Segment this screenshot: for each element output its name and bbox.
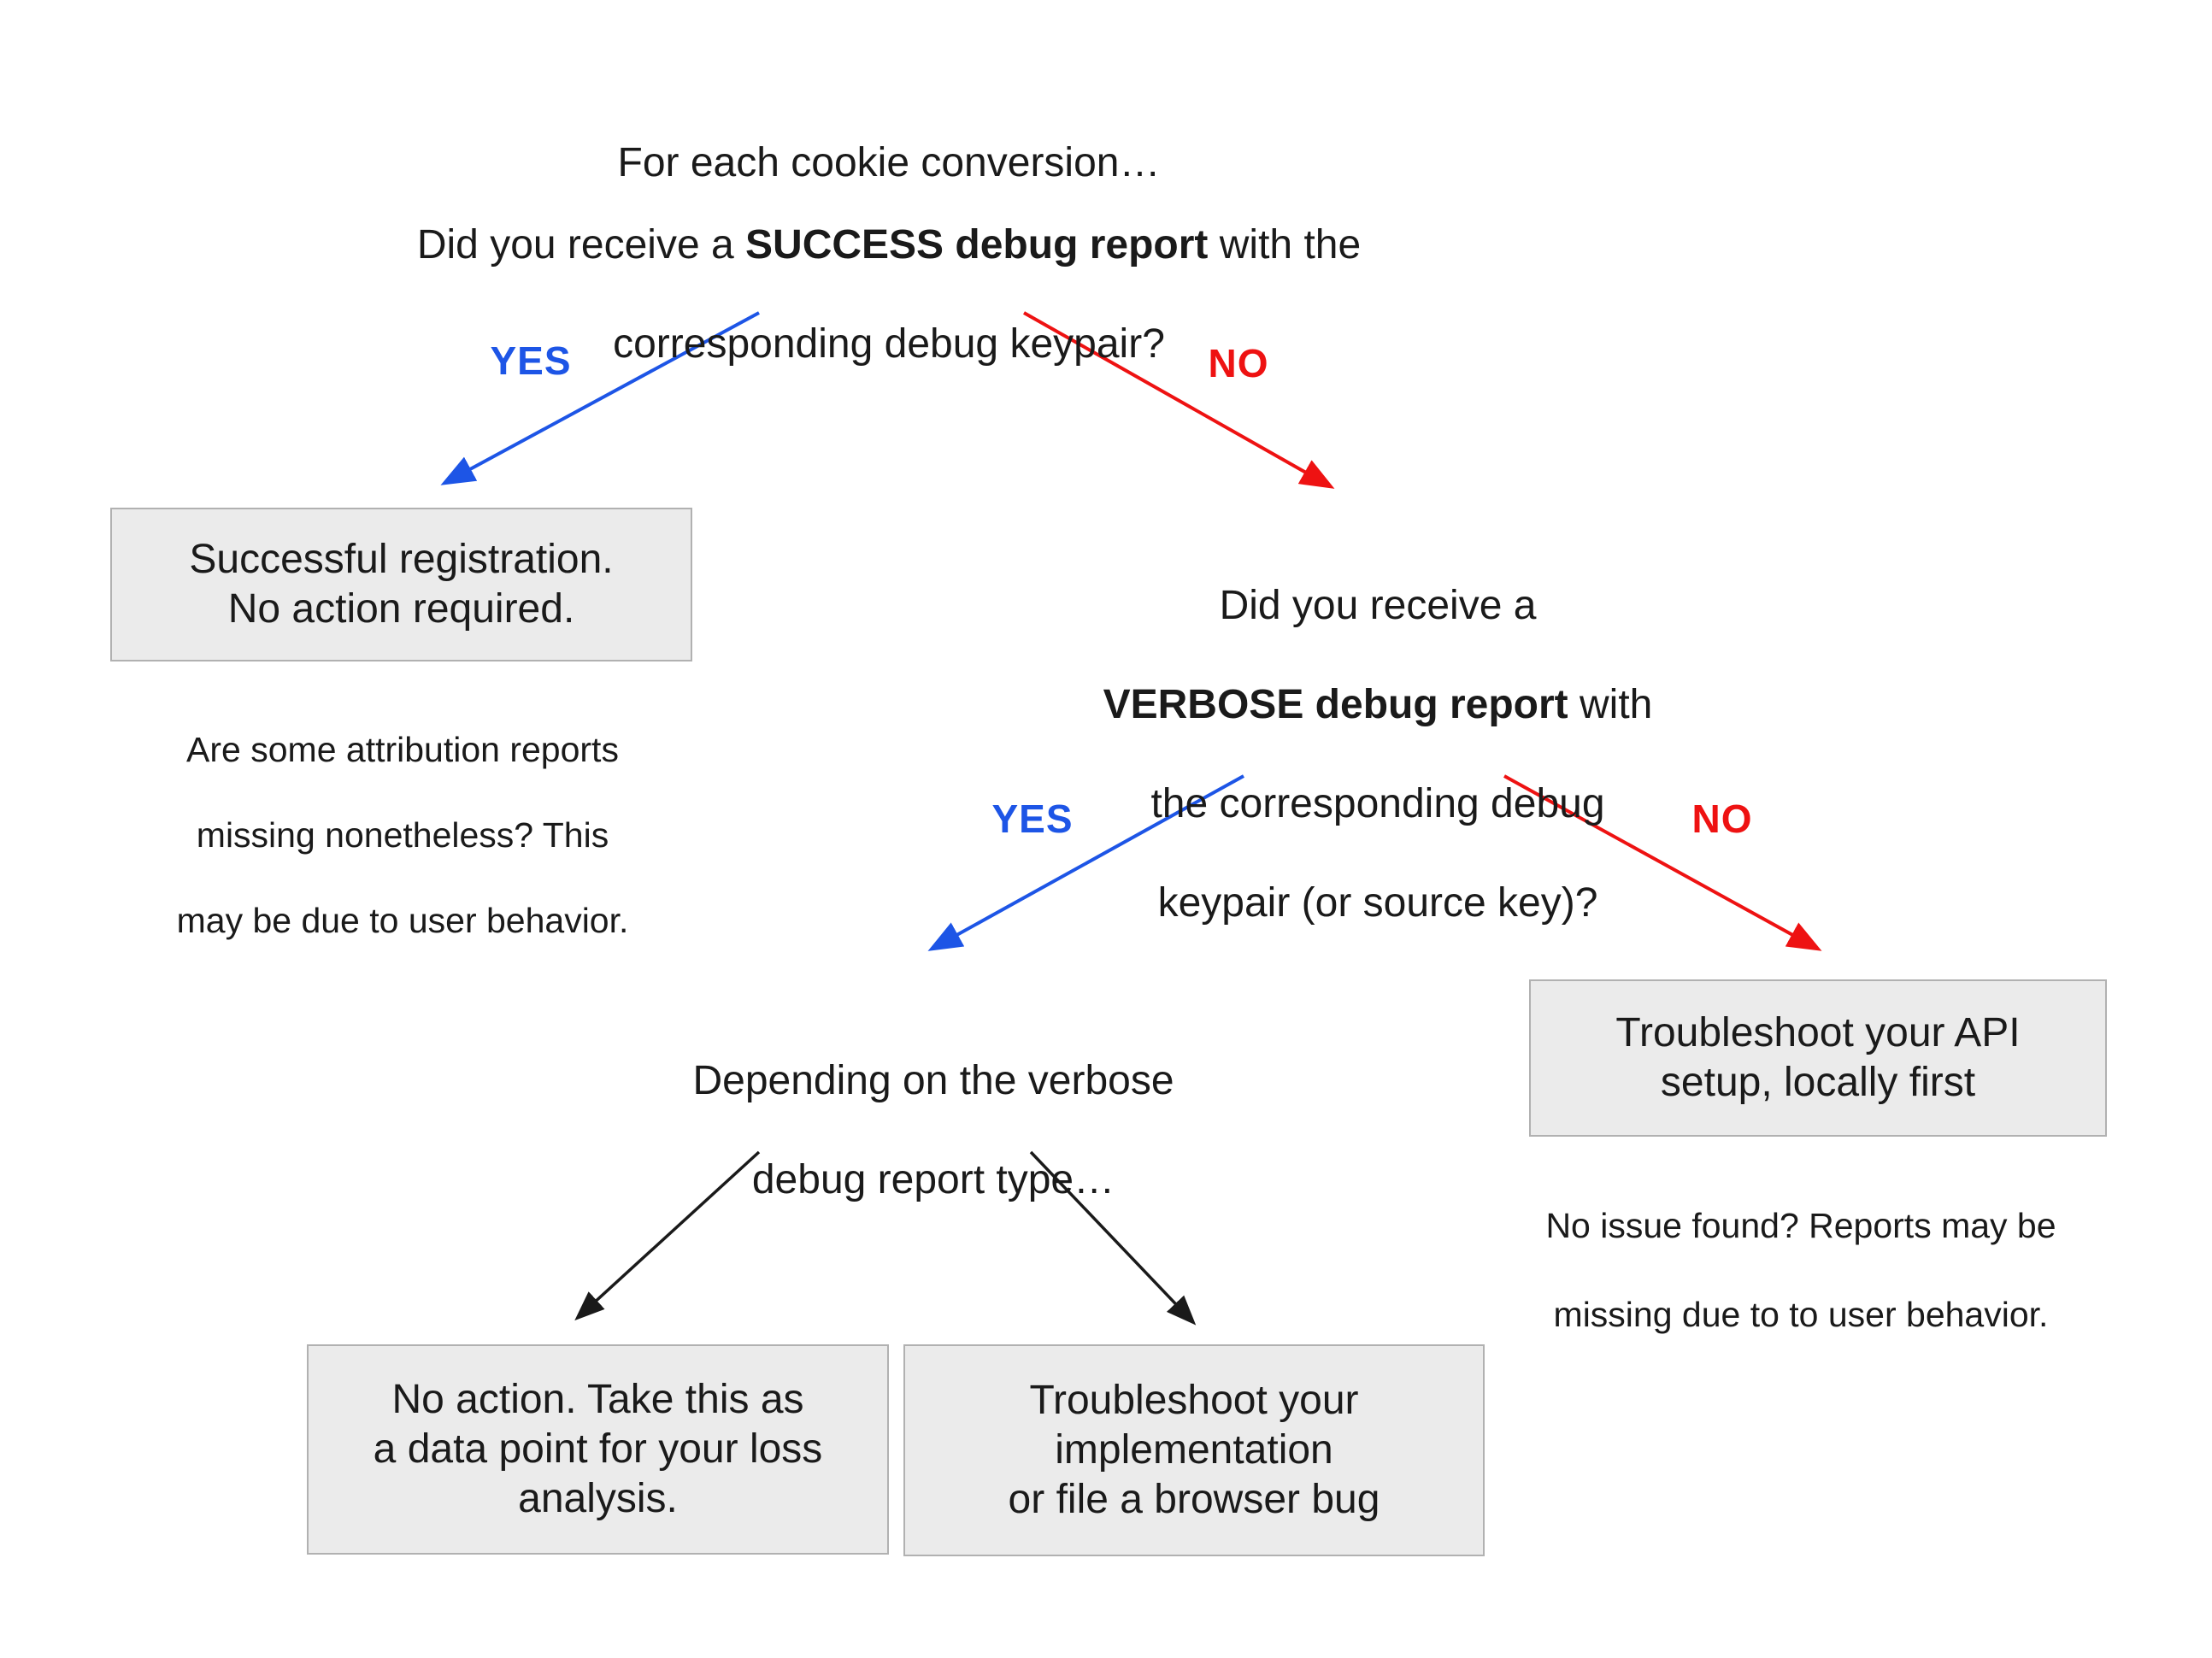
no-arrow-1	[1023, 311, 1335, 489]
intro-title-text: For each cookie conversion…	[617, 140, 1161, 185]
note-attribution-reports-line-3: may be due to user behavior.	[176, 901, 629, 940]
box-no-action-line-2: a data point for your loss	[373, 1426, 823, 1472]
yes-arrow-2	[927, 774, 1244, 951]
box-troubleshoot-api: Troubleshoot your API setup, locally fir…	[1529, 979, 2107, 1137]
question-verbose-line2-post: with	[1568, 682, 1653, 727]
box-troubleshoot-implementation-line-1: Troubleshoot your	[1029, 1378, 1359, 1423]
question-verbose-line2-bold: VERBOSE debug report	[1103, 682, 1568, 727]
yes-label-1: YES	[490, 338, 572, 383]
box-no-action-line-1: No action. Take this as	[391, 1377, 804, 1422]
node-depending-verbose-type: Depending on the verbose debug report ty…	[591, 1007, 1275, 1255]
question-verbose-line-3: the corresponding debug	[1150, 781, 1605, 826]
box-successful-registration-line-2: No action required.	[227, 586, 575, 632]
box-troubleshoot-implementation-line-3: or file a browser bug	[1008, 1477, 1380, 1522]
box-troubleshoot-api-line-2: setup, locally first	[1660, 1060, 1976, 1105]
note-no-issue-found-line-1: No issue found? Reports may be	[1545, 1206, 2056, 1245]
no-label-2: NO	[1691, 797, 1753, 841]
note-attribution-reports-line-2: missing nonetheless? This	[196, 815, 609, 855]
question-verbose-debug-report: Did you receive a VERBOSE debug report w…	[1036, 532, 1720, 978]
note-attribution-reports-line-1: Are some attribution reports	[186, 730, 619, 769]
question-verbose-line-4: keypair (or source key)?	[1157, 880, 1598, 926]
no-label-1: NO	[1208, 341, 1269, 385]
box-no-action-line-3: analysis.	[518, 1476, 678, 1521]
question-verbose-line-1: Did you receive a	[1219, 583, 1537, 628]
yes-label-2: YES	[991, 797, 1074, 841]
question-verbose-line-2: VERBOSE debug report with	[1036, 680, 1720, 730]
question-success-line-1: Did you receive a SUCCESS debug report w…	[248, 220, 1530, 270]
note-attribution-reports: Are some attribution reports missing non…	[103, 685, 702, 985]
note-no-issue-found: No issue found? Reports may be missing d…	[1463, 1159, 2138, 1381]
question-success-line1-bold: SUCCESS debug report	[745, 222, 1209, 268]
branch-arrow-left	[574, 1150, 761, 1321]
intro-title: For each cookie conversion…	[248, 89, 1530, 188]
box-troubleshoot-api-line-1: Troubleshoot your API	[1615, 1010, 2021, 1055]
yes-arrow-1	[440, 311, 760, 485]
question-success-debug-report: Did you receive a SUCCESS debug report w…	[248, 171, 1530, 419]
question-success-line1-post: with the	[1208, 222, 1362, 268]
note-no-issue-found-line-2: missing due to to user behavior.	[1553, 1295, 2049, 1334]
box-successful-registration-line-1: Successful registration.	[189, 537, 614, 582]
box-troubleshoot-implementation-line-2: implementation	[1055, 1427, 1333, 1473]
question-success-line1-pre: Did you receive a	[416, 222, 746, 268]
box-troubleshoot-implementation: Troubleshoot your implementation or file…	[903, 1344, 1485, 1556]
box-successful-registration: Successful registration. No action requi…	[110, 508, 692, 661]
no-arrow-2	[1503, 774, 1822, 951]
node-depending-line-2: debug report type…	[751, 1157, 1115, 1202]
node-depending-line-1: Depending on the verbose	[692, 1058, 1174, 1103]
question-success-line-2: corresponding debug keypair?	[613, 321, 1165, 367]
box-no-action-loss-analysis: No action. Take this as a data point for…	[307, 1344, 889, 1555]
branch-arrow-right	[1029, 1150, 1197, 1326]
